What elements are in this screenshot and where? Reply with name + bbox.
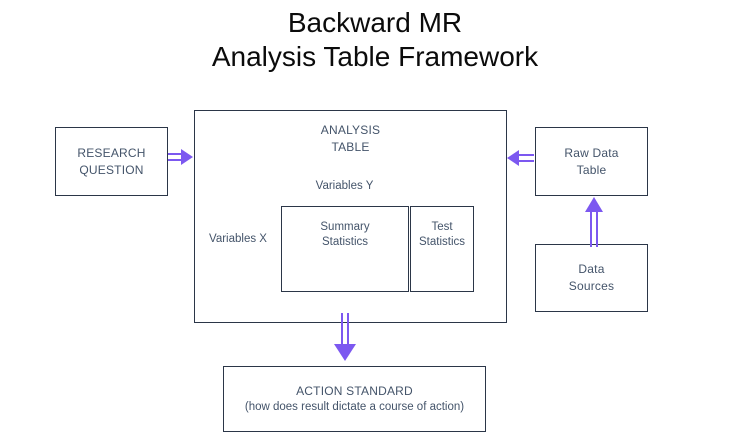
summary-statistics-cell: Summary Statistics xyxy=(281,206,409,292)
action-standard-title: ACTION STANDARD xyxy=(296,384,413,398)
title-line-1: Backward MR xyxy=(287,7,463,38)
research-question-label-line1: RESEARCH xyxy=(77,145,146,160)
title-line-2: Analysis Table Framework xyxy=(211,41,539,72)
analysis-table-box: ANALYSIS TABLE Variables Y Variables X S… xyxy=(194,110,507,323)
page-title: Backward MR Analysis Table Framework xyxy=(0,6,750,74)
analysis-table-title-line1: ANALYSIS xyxy=(320,123,381,137)
action-standard-subtitle: (how does result dictate a course of act… xyxy=(244,401,465,413)
analysis-table-title-line2: TABLE xyxy=(331,140,370,154)
data-sources-box: Data Sources xyxy=(535,244,648,312)
summary-statistics-label-line1: Summary xyxy=(320,221,370,233)
data-sources-label-line1: Data xyxy=(578,262,605,276)
data-sources-label-line2: Sources xyxy=(568,279,615,293)
summary-statistics-label-line2: Statistics xyxy=(321,236,368,248)
analysis-table-title: ANALYSIS TABLE xyxy=(195,122,506,156)
raw-data-table-label-line1: Raw Data xyxy=(564,145,619,160)
research-question-box: RESEARCH QUESTION xyxy=(55,127,168,196)
raw-data-table-label-line2: Table xyxy=(576,162,607,177)
raw-data-table-box: Raw Data Table xyxy=(535,127,648,196)
action-standard-box: ACTION STANDARD (how does result dictate… xyxy=(223,366,486,432)
research-question-label-line2: QUESTION xyxy=(79,162,144,177)
variables-x-label: Variables X xyxy=(209,233,267,245)
test-statistics-label-line2: Statistics xyxy=(418,236,465,248)
test-statistics-cell: Test Statistics xyxy=(410,206,474,292)
test-statistics-label-line1: Test xyxy=(431,221,453,233)
variables-y-label: Variables Y xyxy=(315,180,374,192)
